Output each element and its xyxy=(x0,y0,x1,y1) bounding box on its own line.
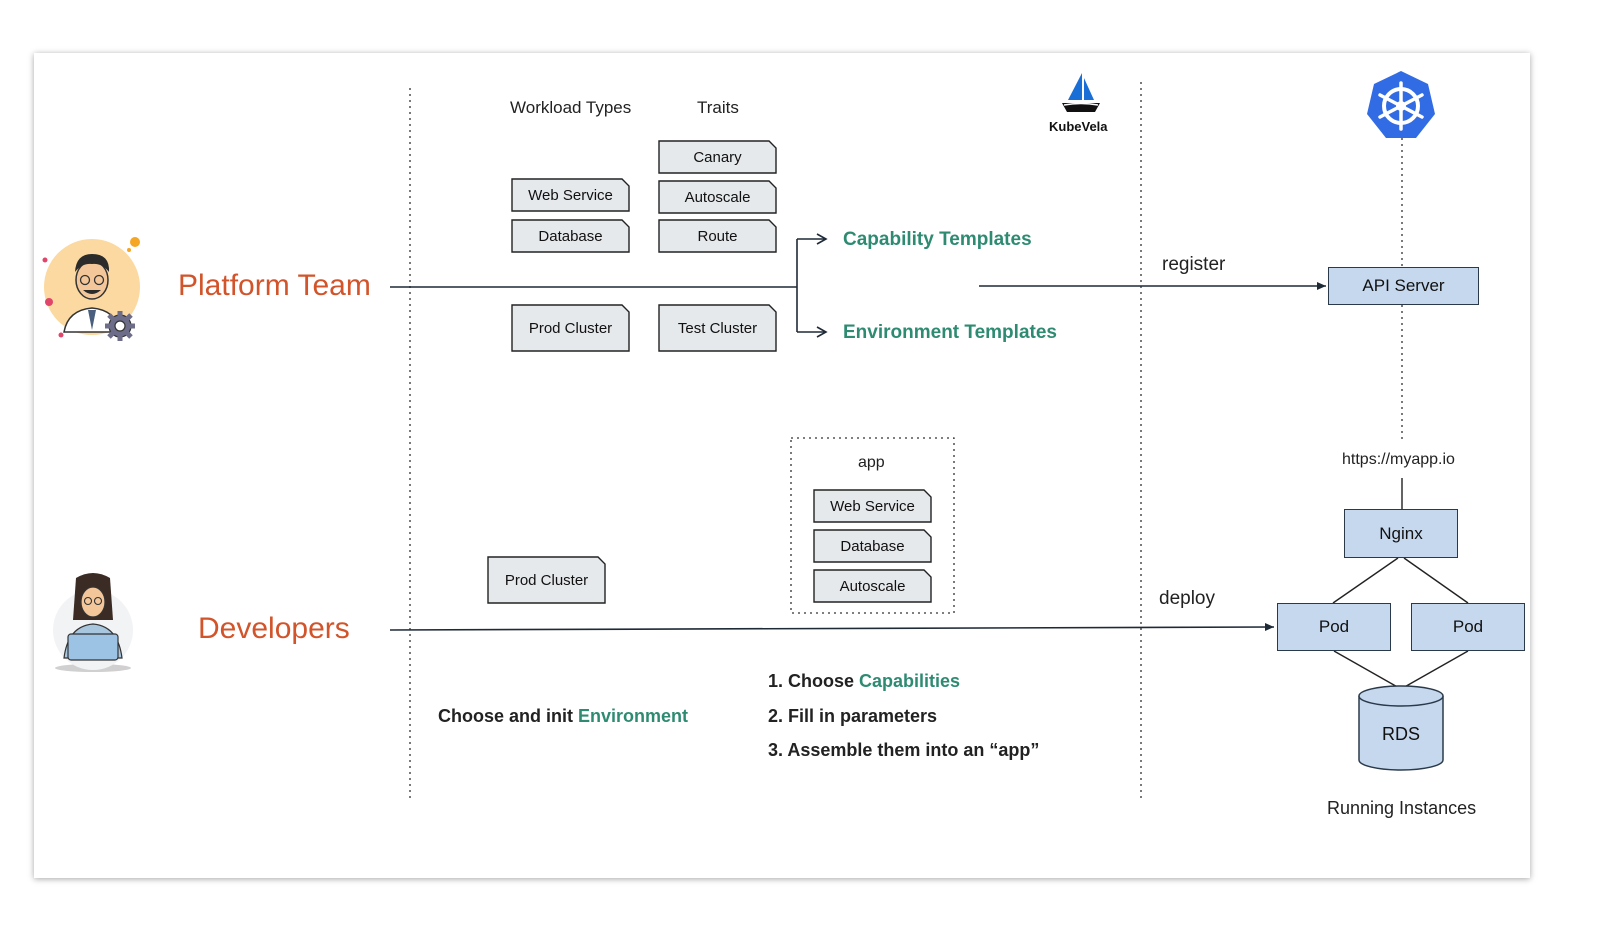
step-3-text: 3. Assemble them into an “app” xyxy=(768,740,1040,760)
api-server-box: API Server xyxy=(1328,267,1479,305)
developer-prod-cluster-label: Prod Cluster xyxy=(504,571,589,589)
app-autoscale-box: Autoscale xyxy=(813,569,932,603)
workload-types-header: Workload Types xyxy=(510,98,632,117)
workload-database-box: Database xyxy=(511,219,630,253)
trait-route-label: Route xyxy=(697,227,738,245)
workload-database-label: Database xyxy=(538,227,603,245)
prod-cluster-box: Prod Cluster xyxy=(511,304,630,352)
gear-icon xyxy=(103,309,137,343)
environment-highlight: Environment xyxy=(578,706,689,726)
trait-canary-label: Canary xyxy=(693,148,742,166)
developers-label: Developers xyxy=(198,612,350,645)
rds-cylinder xyxy=(1358,685,1444,771)
environment-templates-label: Environment Templates xyxy=(843,322,1057,343)
trait-autoscale-shape xyxy=(658,180,777,214)
app-web-service-box: Web Service xyxy=(813,489,932,523)
deploy-label: deploy xyxy=(1159,588,1215,609)
platform-team-label: Platform Team xyxy=(178,269,371,302)
trait-canary-box: Canary xyxy=(658,140,777,174)
pod2-rds-link xyxy=(1400,650,1469,690)
prod-cluster-label: Prod Cluster xyxy=(528,319,613,337)
app-title: app xyxy=(858,454,885,471)
prod-cluster-shape xyxy=(511,304,630,352)
app-dotted-box xyxy=(790,437,955,614)
trait-canary-shape xyxy=(658,140,777,174)
step-2-text: 2. Fill in parameters xyxy=(768,706,938,726)
register-label: register xyxy=(1162,254,1226,275)
diagram-card xyxy=(34,53,1530,878)
kubevela-logo-text: KubeVela xyxy=(1049,119,1108,134)
workload-web-service-label: Web Service xyxy=(528,186,613,204)
traits-header: Traits xyxy=(697,98,739,117)
app-database-shape xyxy=(813,529,932,563)
developer-prod-cluster-box: Prod Cluster xyxy=(487,556,606,604)
pod-box-2: Pod xyxy=(1411,603,1525,651)
app-web-service-shape xyxy=(813,489,932,523)
test-cluster-label: Test Cluster xyxy=(677,319,758,337)
capability-templates-label: Capability Templates xyxy=(843,229,1032,250)
nginx-box: Nginx xyxy=(1344,509,1458,558)
choose-environment-text: Choose and init Environment xyxy=(438,706,688,727)
developer-prod-cluster-shape xyxy=(487,556,606,604)
workload-web-service-box: Web Service xyxy=(511,178,630,212)
trait-autoscale-box: Autoscale xyxy=(658,180,777,214)
nginx-pod2-link xyxy=(1403,557,1469,604)
trait-route-box: Route xyxy=(658,219,777,253)
test-cluster-box: Test Cluster xyxy=(658,304,777,352)
app-url-label: https://myapp.io xyxy=(1342,451,1455,468)
developer-avatar-icon xyxy=(50,572,136,672)
app-database-box: Database xyxy=(813,529,932,563)
running-instances-label: Running Instances xyxy=(1327,798,1477,818)
app-database-label: Database xyxy=(840,537,905,555)
app-autoscale-label: Autoscale xyxy=(839,577,906,595)
pod1-rds-link xyxy=(1333,650,1402,690)
rds-label: RDS xyxy=(1382,724,1421,744)
app-web-service-label: Web Service xyxy=(830,497,915,515)
kubernetes-logo-icon xyxy=(1365,69,1437,141)
deploy-arrow xyxy=(389,623,1275,632)
kubevela-logo-icon xyxy=(1058,72,1104,114)
test-cluster-shape xyxy=(658,304,777,352)
workload-database-shape xyxy=(511,219,630,253)
app-autoscale-shape xyxy=(813,569,932,603)
trait-route-shape xyxy=(658,219,777,253)
trait-autoscale-label: Autoscale xyxy=(684,188,751,206)
step-1-prefix: 1. Choose xyxy=(768,671,860,691)
capabilities-highlight: Capabilities xyxy=(859,671,961,691)
step-1-text: 1. Choose Capabilities xyxy=(768,671,960,692)
choose-environment-prefix: Choose and init xyxy=(438,706,579,726)
pod-box-1: Pod xyxy=(1277,603,1391,651)
nginx-pod1-link xyxy=(1332,557,1399,604)
workload-web-service-shape xyxy=(511,178,630,212)
